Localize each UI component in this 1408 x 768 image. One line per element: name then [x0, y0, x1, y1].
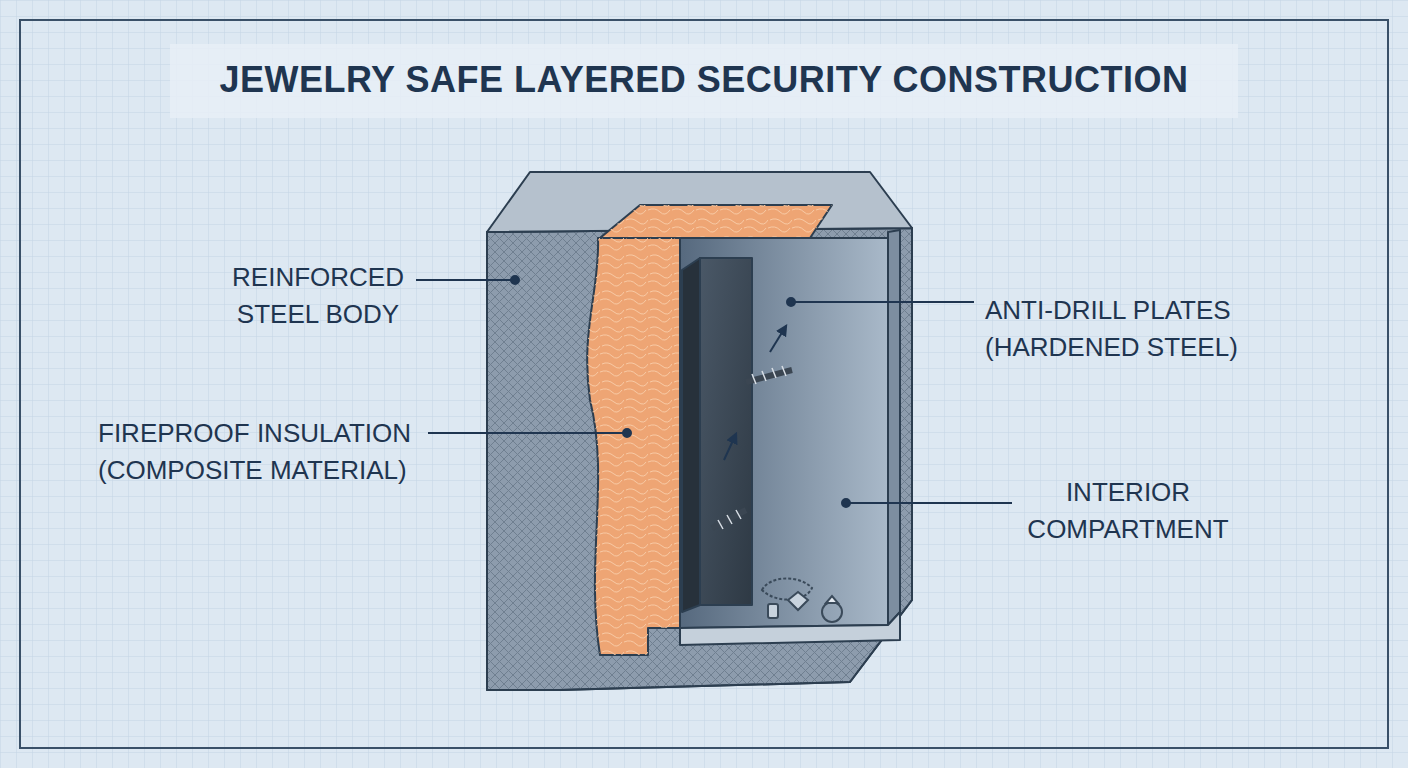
diagram-title: JEWELRY SAFE LAYERED SECURITY CONSTRUCTI… — [104, 56, 1304, 104]
safe-body — [487, 172, 912, 690]
frame — [20, 20, 1388, 748]
part-label: INTERIOR COMPARTMENT — [1008, 474, 1248, 548]
part-label: REINFORCED STEEL BODY — [218, 259, 418, 333]
jewelry-icons — [762, 578, 842, 622]
part-label: FIREPROOF INSULATION (COMPOSITE MATERIAL… — [98, 415, 428, 489]
drill-bit — [712, 326, 792, 529]
leader-line — [416, 276, 1012, 507]
part-label: ANTI-DRILL PLATES (HARDENED STEEL) — [985, 292, 1275, 366]
